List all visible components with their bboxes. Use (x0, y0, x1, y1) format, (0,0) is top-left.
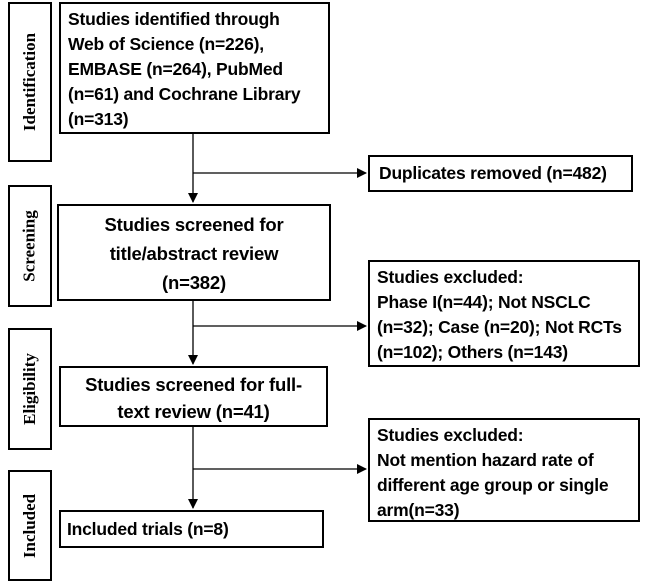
stage-screening: Screening (8, 185, 52, 307)
excluded-2-line-3: different age group or single (377, 475, 609, 495)
excluded-2-line-2: Not mention hazard rate of (377, 450, 594, 470)
screened-full-line-2: text review (n=41) (117, 401, 270, 422)
identified-line-3: EMBASE (n=264), PubMed (68, 59, 283, 79)
included-trials-text: Included trials (n=8) (67, 519, 229, 539)
screened-title-line-1: Studies screened for (104, 214, 284, 235)
identified-line-2: Web of Science (n=226), (68, 34, 264, 54)
identified-line-1: Studies identified through (68, 9, 280, 29)
excluded-1-line-3: (n=32); Case (n=20); Not RCTs (377, 317, 622, 337)
stage-identification: Identification (8, 2, 52, 162)
box-screened-full-text: Studies screened for full- text review (… (59, 366, 328, 427)
box-screened-title-abstract: Studies screened for title/abstract revi… (57, 204, 331, 301)
excluded-2-line-4: arm(n=33) (377, 500, 460, 520)
screened-full-line-1: Studies screened for full- (85, 374, 302, 395)
stage-included: Included (8, 470, 52, 581)
box-excluded-first: Studies excluded: Phase I(n=44); Not NSC… (368, 260, 640, 367)
identified-line-4: (n=61) and Cochrane Library (68, 84, 301, 104)
excluded-1-line-4: (n=102); Others (n=143) (377, 342, 568, 362)
box-excluded-second: Studies excluded: Not mention hazard rat… (368, 418, 640, 522)
screened-title-line-2: title/abstract review (109, 243, 279, 264)
excluded-2-line-1: Studies excluded: (377, 425, 524, 445)
box-included-trials: Included trials (n=8) (59, 510, 324, 548)
duplicates-text: Duplicates removed (n=482) (379, 163, 607, 183)
box-studies-identified: Studies identified through Web of Scienc… (59, 2, 330, 134)
stage-eligibility: Eligibility (8, 328, 52, 450)
excluded-1-line-2: Phase I(n=44); Not NSCLC (377, 292, 591, 312)
box-duplicates-removed: Duplicates removed (n=482) (368, 155, 633, 192)
screened-title-line-3: (n=382) (162, 272, 226, 293)
identified-line-5: (n=313) (68, 109, 129, 129)
excluded-1-line-1: Studies excluded: (377, 267, 524, 287)
